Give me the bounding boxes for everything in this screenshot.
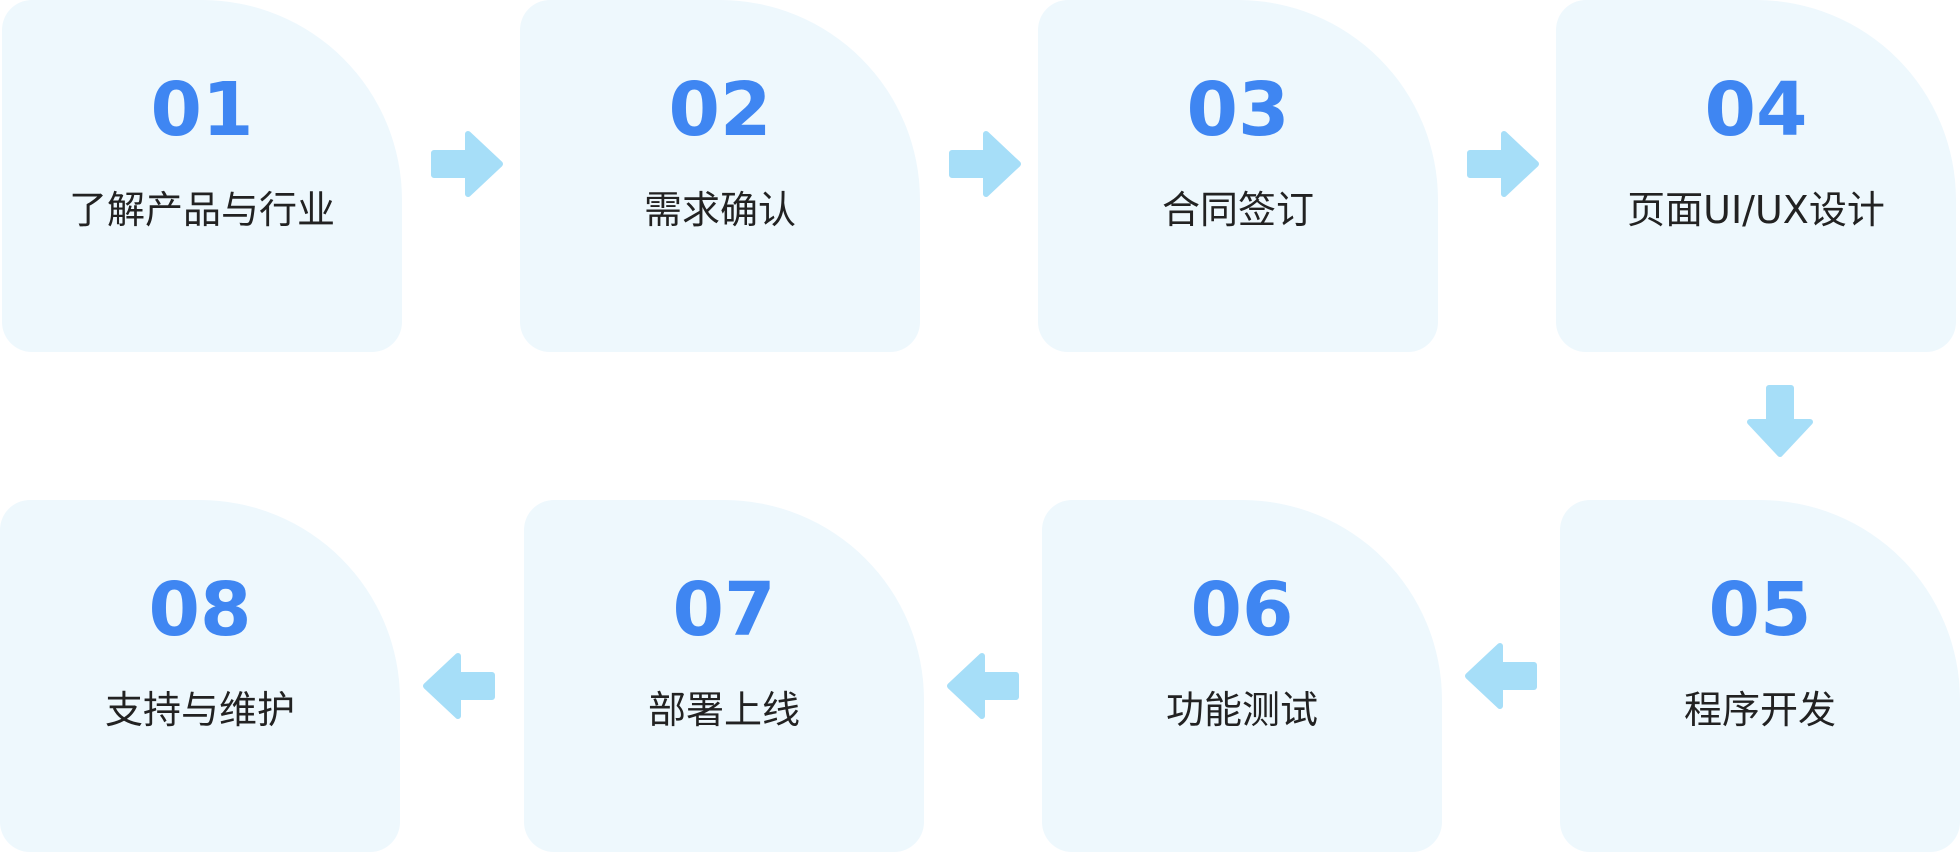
arrow-right-icon bbox=[1466, 130, 1540, 198]
step-title: 合同签订 bbox=[1161, 188, 1314, 232]
step-card-05: 05 程序开发 bbox=[1560, 500, 1960, 852]
step-number: 05 bbox=[1708, 567, 1812, 653]
step-title: 功能测试 bbox=[1165, 688, 1318, 732]
arrow-left-icon bbox=[946, 652, 1020, 720]
step-title: 了解产品与行业 bbox=[68, 188, 335, 232]
step-card-04: 04 页面UI/UX设计 bbox=[1556, 0, 1956, 352]
arrow-left-icon bbox=[1464, 642, 1538, 710]
step-number: 02 bbox=[668, 67, 772, 153]
step-card-02: 02 需求确认 bbox=[520, 0, 920, 352]
step-number: 08 bbox=[148, 567, 252, 653]
step-number: 07 bbox=[672, 567, 776, 653]
step-card-03: 03 合同签订 bbox=[1038, 0, 1438, 352]
arrow-right-icon bbox=[948, 130, 1022, 198]
step-number: 01 bbox=[150, 67, 254, 153]
step-number: 03 bbox=[1186, 67, 1290, 153]
step-number: 04 bbox=[1704, 67, 1808, 153]
arrow-left-icon bbox=[422, 652, 496, 720]
step-card-07: 07 部署上线 bbox=[524, 500, 924, 852]
step-title: 程序开发 bbox=[1683, 688, 1836, 732]
step-card-01: 01 了解产品与行业 bbox=[2, 0, 402, 352]
step-number: 06 bbox=[1190, 567, 1294, 653]
step-title: 部署上线 bbox=[647, 688, 800, 732]
arrow-right-icon bbox=[430, 130, 504, 198]
step-title: 支持与维护 bbox=[104, 688, 295, 732]
step-title: 需求确认 bbox=[643, 188, 796, 232]
step-card-08: 08 支持与维护 bbox=[0, 500, 400, 852]
arrow-down-icon bbox=[1746, 384, 1814, 458]
step-title: 页面UI/UX设计 bbox=[1627, 188, 1885, 232]
step-card-06: 06 功能测试 bbox=[1042, 500, 1442, 852]
